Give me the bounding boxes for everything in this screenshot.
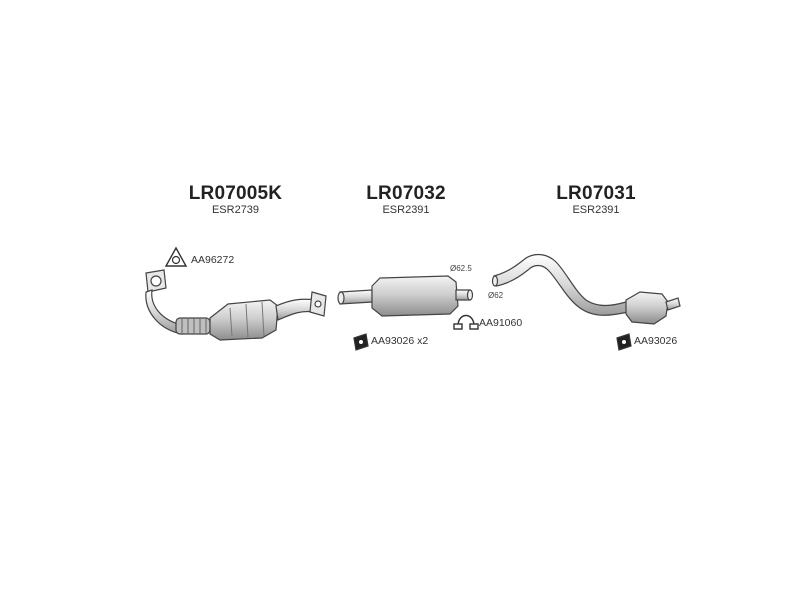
mount-icon-rear <box>616 333 632 351</box>
gasket-label: AA96272 <box>191 254 235 266</box>
part-header-middle: LR07032 ESR2391 <box>360 184 452 217</box>
middle-silencer <box>337 275 474 317</box>
clamp-icon <box>453 314 479 330</box>
part-ref-rear: ESR2391 <box>572 204 620 216</box>
part-ref-front: ESR2739 <box>211 204 260 216</box>
mount-icon-front <box>353 333 369 351</box>
front-pipe-with-catalyst <box>145 269 327 341</box>
rear-pipe-with-silencer <box>491 253 681 325</box>
part-code-rear: LR07031 <box>556 183 636 204</box>
middle-outlet-diameter: Ø62.5 <box>450 264 472 273</box>
part-code-middle: LR07032 <box>366 183 446 204</box>
mount-rear-label: AA93026 <box>634 335 678 347</box>
gasket-icon <box>164 246 188 267</box>
part-code-front: LR07005K <box>188 183 283 204</box>
part-ref-middle: ESR2391 <box>382 204 430 216</box>
mount-front-label: AA93026 x2 <box>371 335 429 347</box>
rear-inlet-diameter: Ø62 <box>488 291 504 300</box>
part-header-front: LR07005K ESR2739 <box>183 184 288 217</box>
part-header-rear: LR07031 ESR2391 <box>550 184 642 217</box>
clamp-label: AA91060 <box>479 317 523 329</box>
